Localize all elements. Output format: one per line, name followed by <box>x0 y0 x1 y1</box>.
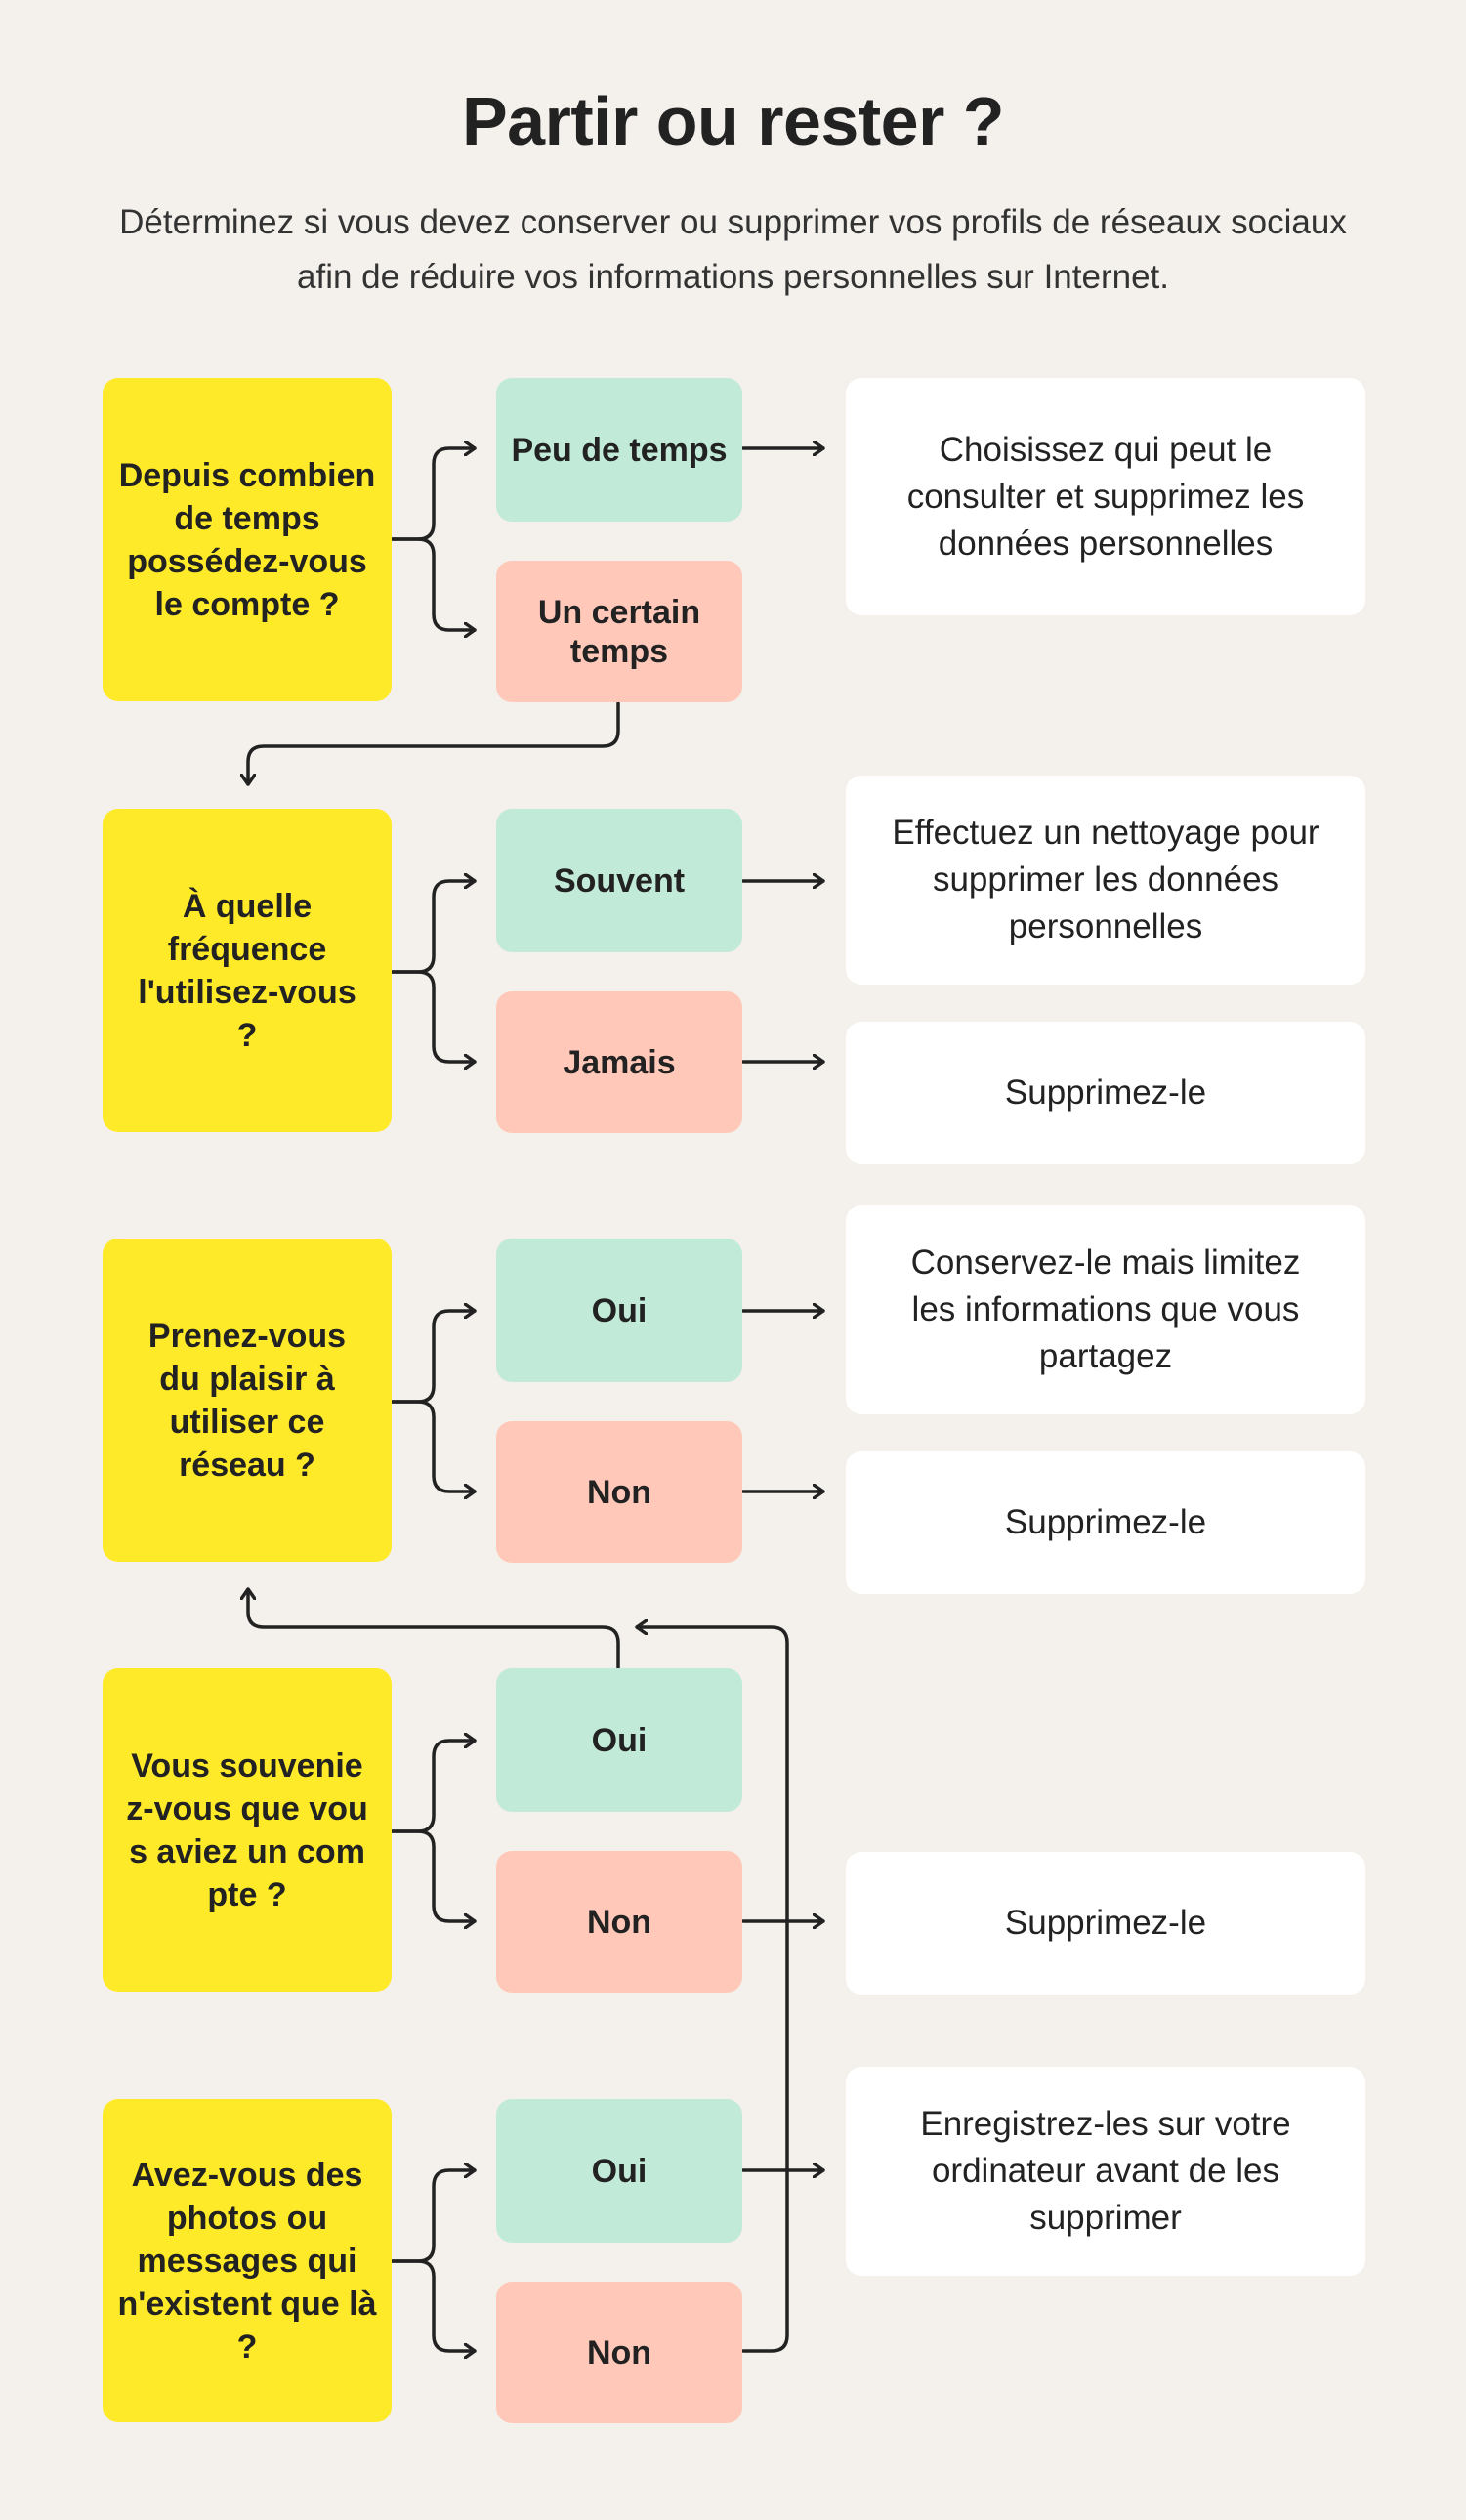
answer-box-negative: Non <box>496 2282 742 2423</box>
connector-q5-non-up <box>635 1627 789 2353</box>
question-box: Prenez-vous du plaisir à utiliser ce rés… <box>103 1239 392 1562</box>
branch-1-top <box>389 448 477 541</box>
page-subtitle: Déterminez si vous devez conserver ou su… <box>119 203 1347 296</box>
question-box: À quelle fréquence l'utilisez-vous ? <box>103 809 392 1132</box>
answer-box-negative: Un certain temps <box>496 561 742 702</box>
page-title: Partir ou rester ? <box>461 83 1005 159</box>
branch-5-top <box>389 2170 477 2263</box>
answer-box-positive: Oui <box>496 1239 742 1382</box>
answer-box-positive: Oui <box>496 1668 742 1812</box>
result-box: Enregistrez-les sur votre ordinateur ava… <box>846 2067 1365 2276</box>
answer-box-negative: Non <box>496 1421 742 1563</box>
result-box: Supprimez-le <box>846 1852 1365 1995</box>
result-box: Effectuez un nettoyage pour supprimer le… <box>846 776 1365 985</box>
answer-box-positive: Souvent <box>496 809 742 952</box>
branch-5-bottom <box>389 2259 477 2351</box>
answer-box-negative: Non <box>496 1851 742 1993</box>
result-box: Choisissez qui peut le consulter et supp… <box>846 378 1365 615</box>
branch-4-top <box>389 1741 477 1833</box>
result-box: Supprimez-le <box>846 1451 1365 1594</box>
result-box: Conservez-le mais limitez les informatio… <box>846 1205 1365 1414</box>
branch-2-bottom <box>389 970 477 1062</box>
branch-1-bottom <box>389 537 477 630</box>
result-box: Supprimez-le <box>846 1022 1365 1164</box>
branch-3-bottom <box>389 1400 477 1491</box>
answer-box-negative: Jamais <box>496 991 742 1133</box>
question-box: Avez-vous des photos ou messages qui n'e… <box>103 2099 392 2422</box>
branch-4-bottom <box>389 1829 477 1921</box>
answer-box-positive: Oui <box>496 2099 742 2243</box>
branch-3-top <box>389 1311 477 1404</box>
question-box: Depuis combien de temps possédez-vous le… <box>103 378 392 701</box>
connector-q1-q2 <box>248 701 620 786</box>
question-box: Vous souveniez-vous que vous aviez un co… <box>103 1668 392 1992</box>
branch-2-top <box>389 881 477 974</box>
connector-q4-oui-q3 <box>248 1587 620 1670</box>
answer-box-positive: Peu de temps <box>496 378 742 522</box>
